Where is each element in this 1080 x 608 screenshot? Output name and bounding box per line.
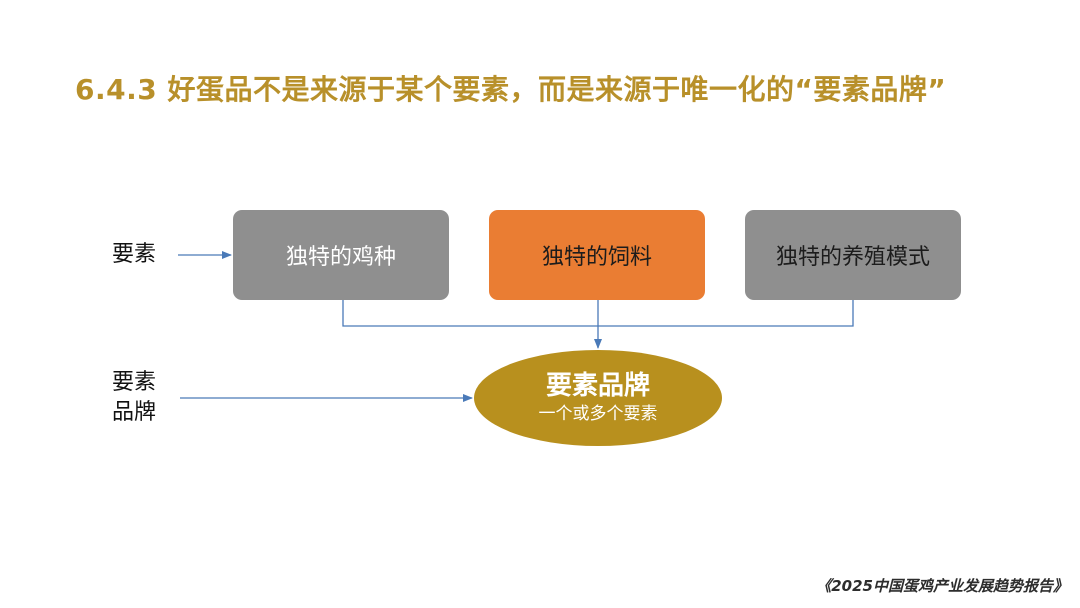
box-unique-feed-label: 独特的饲料 xyxy=(541,245,652,270)
label-brand-line2: 品牌 xyxy=(111,400,156,425)
element-brand-subtitle: 一个或多个要素 xyxy=(538,404,658,424)
element-brand-ellipse: 要素品牌 一个或多个要素 xyxy=(474,350,722,446)
box-unique-breed-label: 独特的鸡种 xyxy=(285,245,396,270)
label-element-brand: 要素 品牌 xyxy=(104,368,164,428)
box-unique-feed: 独特的饲料 xyxy=(489,210,705,300)
box-unique-breed: 独特的鸡种 xyxy=(233,210,449,300)
label-brand-line1: 要素 xyxy=(111,370,156,395)
bracket-line xyxy=(342,300,854,327)
box-unique-farming-mode: 独特的养殖模式 xyxy=(745,210,961,300)
label-elements: 要素 xyxy=(104,240,164,270)
label-elements-text: 要素 xyxy=(111,242,156,267)
box-unique-farming-mode-label: 独特的养殖模式 xyxy=(775,245,930,270)
element-brand-title: 要素品牌 xyxy=(545,371,650,401)
slide-title: 6.4.3 好蛋品不是来源于某个要素，而是来源于唯一化的“要素品牌” xyxy=(75,73,947,106)
report-footer: 《2025中国蛋鸡产业发展趋势报告》 xyxy=(816,577,1068,595)
